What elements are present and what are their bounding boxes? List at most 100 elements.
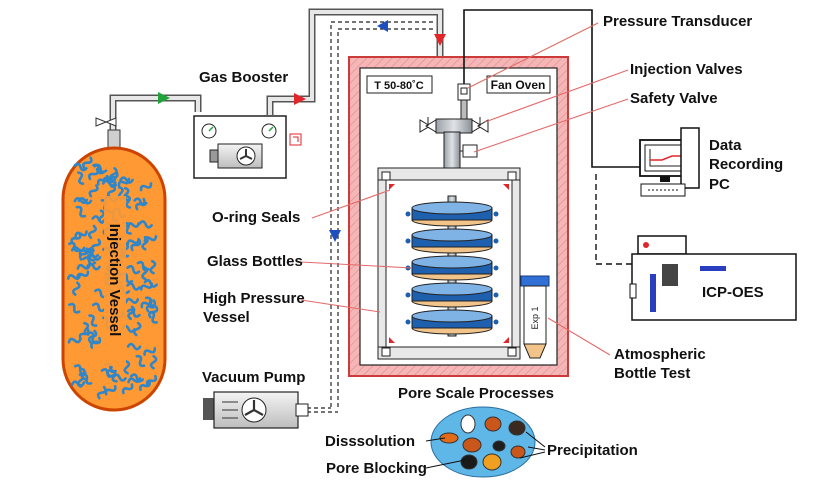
o-ring-seal [389,184,395,190]
fluid-blob [143,278,158,288]
oven-temperature: T 50-80˚C [374,80,424,92]
fluid-blob [87,329,98,344]
atmospheric-label-2: Bottle Test [614,365,690,382]
fluid-blob [141,235,149,251]
pore-scale-inset [430,406,536,478]
fluid-blob [139,380,151,392]
fluid-blob [129,373,145,383]
flow-arrow-red-booster [294,93,306,105]
icp-oes-instrument: ICP-OES [629,235,797,321]
o-ring-seal [503,184,509,190]
fluid-blob [145,374,158,387]
high-pressure-vessel-label-2: Vessel [203,309,250,326]
fluid-blob [94,288,108,299]
fluid-blob [117,177,131,188]
fluid-blob [91,215,106,224]
fluid-blob [132,321,142,337]
fluid-blob [91,238,102,252]
fluid-blob [100,368,115,378]
fluid-blob [78,327,90,341]
vacuum-pump: Vacuum Pump [202,369,309,429]
glass-bottle [405,228,499,254]
booster-plug [289,133,302,146]
glass-bottle [405,255,499,281]
data-recording-pc [639,127,700,197]
injection-valves-label: Injection Valves [630,61,743,78]
fluid-blob [123,359,131,375]
fluid-blob [106,184,117,199]
atmospheric-label-1: Atmospheric [614,346,706,363]
fluid-blob [82,156,93,170]
glass-bottle-stack [405,195,499,337]
injection-valves [419,117,489,134]
data-recording-label-1: Data [709,137,742,154]
vacuum-pump-label: Vacuum Pump [202,369,305,386]
fluid-blob [81,373,93,385]
fluid-blob [126,342,142,351]
fluid-blob [102,176,117,184]
injection-vessel-label: Injection Vessel [106,224,123,337]
fluid-blob [139,182,153,192]
fluid-blob [125,221,141,228]
o-ring-seals-label: O-ring Seals [212,209,300,226]
atmospheric-test-tube: Exp 1 [520,275,550,359]
gas-line [109,8,444,135]
data-cable [595,174,632,265]
fluid-blob [93,163,108,174]
fluid-blob [76,263,91,270]
fluid-blob [126,264,141,275]
fluid-blob [126,282,141,291]
fluid-blob [135,197,146,211]
fluid-blob [127,305,136,321]
fluid-blob [119,176,134,184]
fluid-blob [70,232,82,245]
pore-leader-lines [425,431,546,469]
fluid-blob [148,311,158,324]
fluid-blob [126,237,140,246]
fluid-blob [125,194,132,209]
fluid-blob [149,259,157,275]
fluid-blob [73,162,88,172]
pressure-transducer [457,83,471,121]
injection-vessel-label-bg [104,196,126,366]
fluid-blob [68,302,81,314]
o-ring-seal [503,337,509,343]
fluid-blob [112,373,127,382]
fluid-blob [67,337,82,344]
data-recording-label-3: PC [709,176,730,193]
fluid-blob [82,256,97,266]
fluid-blob [73,197,89,204]
fluid-blob [138,220,153,229]
pressure-transducer-label: Pressure Transducer [603,13,752,30]
fluid-blob [96,385,107,400]
fluid-blob [149,354,158,370]
glass-bottle [405,282,499,308]
glass-bottle [405,309,499,335]
fluid-blob [130,238,142,252]
leader-lines [300,22,629,356]
oven-label: Fan Oven [491,78,546,92]
dissolution-label: Disssolution [325,433,415,450]
safety-valve-label: Safety Valve [630,90,718,107]
fluid-blob [66,273,82,280]
fluid-blob [76,171,85,185]
high-pressure-vessel-label-1: High Pressure [203,290,305,307]
transducer-wire [463,9,640,168]
o-ring-seal [389,337,395,343]
gas-booster-label: Gas Booster [199,69,288,86]
fluid-blob [135,354,146,368]
exp-tube-label: Exp 1 [530,306,540,329]
flow-arrow-green [158,92,170,104]
fluid-blob [90,336,102,349]
fluid-blob [74,230,88,238]
pore-scale-label: Pore Scale Processes [398,385,554,402]
precipitation-label: Precipitation [547,442,638,459]
fluid-blob [88,167,99,181]
injection-vessel: Injection Vessel [61,117,167,412]
fluid-blob [88,184,99,198]
fluid-blob [121,383,134,395]
flow-arrow-blue-side [329,230,341,242]
fluid-blob [127,377,142,384]
fluid-blob [88,314,98,327]
